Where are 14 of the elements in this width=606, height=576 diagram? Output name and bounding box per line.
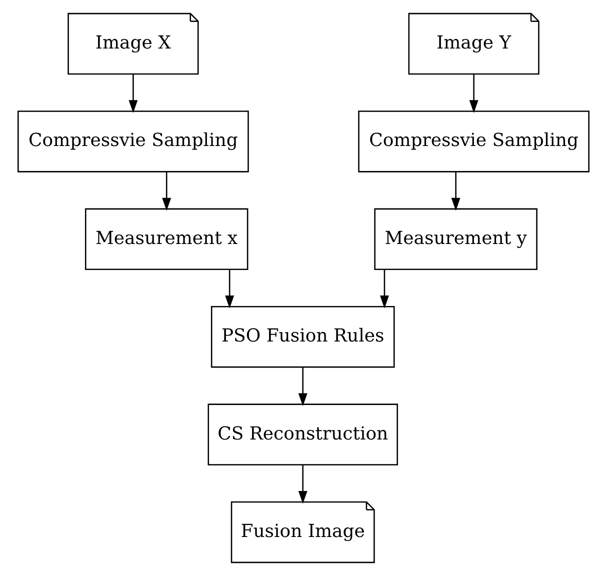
arrow xyxy=(468,74,478,114)
arrow xyxy=(224,270,234,308)
node-box: PSO Fusion Rules xyxy=(210,306,394,368)
arrow xyxy=(298,367,307,406)
node-box: Measurement y xyxy=(374,208,537,270)
node-box: CS Reconstruction xyxy=(207,404,398,466)
node-box: Compressvie Sampling xyxy=(17,110,248,172)
node-box: Compressvie Sampling xyxy=(358,110,589,172)
arrow xyxy=(450,172,460,211)
arrow xyxy=(162,172,171,211)
node-box: Measurement x xyxy=(84,208,248,270)
arrow xyxy=(128,74,138,114)
arrow xyxy=(379,270,388,308)
arrow xyxy=(298,464,307,504)
